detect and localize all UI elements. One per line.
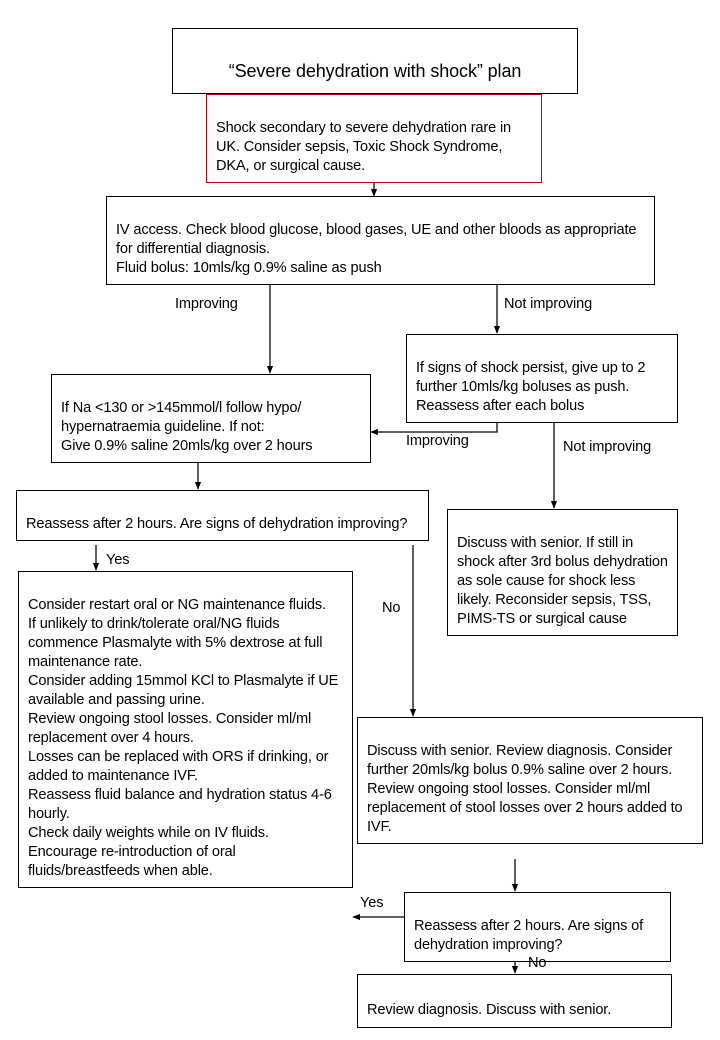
maintenance-plan-box: Consider restart oral or NG maintenance … [18, 571, 353, 888]
alert-note-box: Shock secondary to severe dehydration ra… [206, 94, 542, 183]
edge-label-improving-left: Improving [175, 296, 238, 312]
page-title: “Severe dehydration with shock” plan [228, 61, 522, 82]
maintenance-plan-text: Consider restart oral or NG maintenance … [28, 596, 339, 879]
iv-access-text: IV access. Check blood glucose, blood ga… [116, 221, 637, 276]
shock-persist-text: If signs of shock persist, give up to 2 … [416, 359, 646, 414]
edge-label-not-improving-right: Not improving [504, 296, 593, 312]
edge-label-not-improving-down: Not improving [563, 439, 652, 455]
edge-label-no-bottom: No [528, 955, 547, 971]
discuss-senior-shock-text: Discuss with senior. If still in shock a… [457, 534, 668, 627]
edge-label-yes-left: Yes [106, 552, 130, 568]
discuss-senior-review-box: Discuss with senior. Review diagnosis. C… [357, 717, 703, 844]
alert-note-text: Shock secondary to severe dehydration ra… [216, 119, 512, 174]
sodium-check-text: If Na <130 or >145mmol/l follow hypo/ hy… [61, 399, 313, 454]
discuss-senior-review-text: Discuss with senior. Review diagnosis. C… [367, 742, 683, 835]
iv-access-box: IV access. Check blood glucose, blood ga… [106, 196, 655, 285]
reassess-left-text: Reassess after 2 hours. Are signs of deh… [26, 515, 408, 532]
page-title-box: “Severe dehydration with shock” plan [172, 28, 578, 94]
reassess-right-text: Reassess after 2 hours. Are signs of deh… [414, 917, 644, 953]
edge-label-yes-bottom: Yes [360, 895, 384, 911]
reassess-right-box: Reassess after 2 hours. Are signs of deh… [404, 892, 671, 962]
review-diagnosis-text: Review diagnosis. Discuss with senior. [367, 1001, 612, 1018]
discuss-senior-shock-box: Discuss with senior. If still in shock a… [447, 509, 678, 636]
reassess-left-box: Reassess after 2 hours. Are signs of deh… [16, 490, 429, 541]
edge-label-no-middle: No [382, 600, 401, 616]
edge-label-improving-back: Improving [406, 433, 469, 449]
sodium-check-box: If Na <130 or >145mmol/l follow hypo/ hy… [51, 374, 371, 463]
review-diagnosis-box: Review diagnosis. Discuss with senior. [357, 974, 672, 1028]
shock-persist-box: If signs of shock persist, give up to 2 … [406, 334, 678, 423]
